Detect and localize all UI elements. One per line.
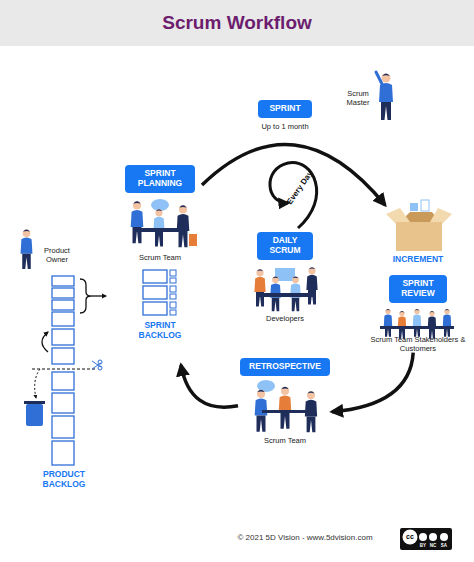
team-member xyxy=(131,201,144,243)
box-flap xyxy=(430,208,452,224)
backlog-item xyxy=(143,302,167,315)
trash-lid xyxy=(24,401,45,404)
event-box: SPRINT REVIEW Scrum Team Stakeholders & C… xyxy=(370,275,466,353)
artifact-label: SPRINT BACKLOG xyxy=(125,321,195,341)
artifact-label: INCREMENT xyxy=(385,255,451,265)
task-card xyxy=(170,294,176,299)
team-member xyxy=(153,209,164,246)
cut-line xyxy=(32,369,96,370)
event-title: SPRINT xyxy=(258,100,312,118)
backlog-item xyxy=(52,288,74,298)
attendee xyxy=(384,309,392,337)
backlog-item xyxy=(52,348,74,364)
role-label: Product Owner xyxy=(40,246,74,264)
license-term: SA xyxy=(439,543,449,548)
scissors xyxy=(92,361,101,369)
daily-loop-arrow xyxy=(270,163,317,228)
task-card xyxy=(170,278,176,283)
attendee xyxy=(443,309,451,337)
task-card xyxy=(170,310,176,315)
license-term: BY xyxy=(418,543,428,548)
backlog-item xyxy=(52,416,74,438)
license-icon xyxy=(429,533,437,541)
event-title: RETROSPECTIVE xyxy=(240,358,330,376)
cc-circle xyxy=(403,530,418,545)
chair xyxy=(189,234,197,246)
role-caption: Scrum Team Stakeholders & Customers xyxy=(370,335,466,353)
backlog-item xyxy=(52,276,74,286)
license-icon xyxy=(419,533,427,541)
event-box: DAILY SCRUM Developers xyxy=(245,232,325,323)
task-card xyxy=(170,302,176,308)
backlog-item xyxy=(52,312,74,326)
increment-item xyxy=(421,200,429,211)
cycle-arrow xyxy=(332,353,413,412)
backlog-item xyxy=(52,329,74,345)
backlog-item xyxy=(143,286,167,299)
speech-bubble xyxy=(151,199,169,211)
role-caption: Developers xyxy=(245,314,325,323)
backlog-item xyxy=(52,393,74,413)
table xyxy=(258,293,314,297)
role-caption: Scrum Team xyxy=(118,253,202,262)
role-label: Scrum Master xyxy=(340,89,376,107)
developer xyxy=(306,267,317,304)
developer xyxy=(254,269,265,306)
loop-label: Every Day xyxy=(284,168,316,208)
role-caption: Scrum Team xyxy=(238,436,332,445)
license-mark: cc xyxy=(403,533,417,541)
license-term: NC xyxy=(428,543,438,548)
raised-arm xyxy=(376,72,383,86)
discard-arrow xyxy=(35,369,40,398)
role-caption: Up to 1 month xyxy=(250,122,320,131)
license-icon xyxy=(440,533,448,541)
product-owner-figure xyxy=(21,230,33,270)
event-title: SPRINT REVIEW xyxy=(389,275,447,303)
bracket xyxy=(80,279,91,313)
box-front xyxy=(396,222,442,251)
team-member xyxy=(177,205,190,247)
team-member xyxy=(279,387,292,429)
copyright-note: © 2021 5D Vision - www.5dvision.com xyxy=(212,533,398,543)
event-title: DAILY SCRUM xyxy=(257,232,313,260)
cycle-arrow xyxy=(181,365,238,407)
table xyxy=(262,410,310,413)
task-card xyxy=(170,270,176,276)
task-card xyxy=(170,286,176,292)
license-badge xyxy=(400,528,452,550)
increment-item xyxy=(410,203,418,211)
backlog-item xyxy=(143,270,167,283)
trash-can xyxy=(26,404,43,426)
title-band xyxy=(0,0,474,46)
event-title: SPRINT PLANNING xyxy=(125,165,195,193)
table xyxy=(136,228,186,232)
backlog-item xyxy=(52,300,74,310)
diagram-title: Scrum Workflow xyxy=(0,0,474,46)
event-box: RETROSPECTIVE Scrum Team xyxy=(238,358,332,445)
phase-box: SPRINT Up to 1 month xyxy=(250,100,320,131)
artifact-box: INCREMENT xyxy=(385,205,451,265)
table xyxy=(380,326,454,329)
box-flap xyxy=(386,208,410,224)
pull-arrow xyxy=(91,295,106,296)
reorder-arrow xyxy=(42,332,48,352)
backlog-item xyxy=(52,372,74,390)
backlog-item xyxy=(52,441,74,465)
artifact-label: PRODUCT BACKLOG xyxy=(34,470,94,490)
attendee xyxy=(413,309,421,337)
